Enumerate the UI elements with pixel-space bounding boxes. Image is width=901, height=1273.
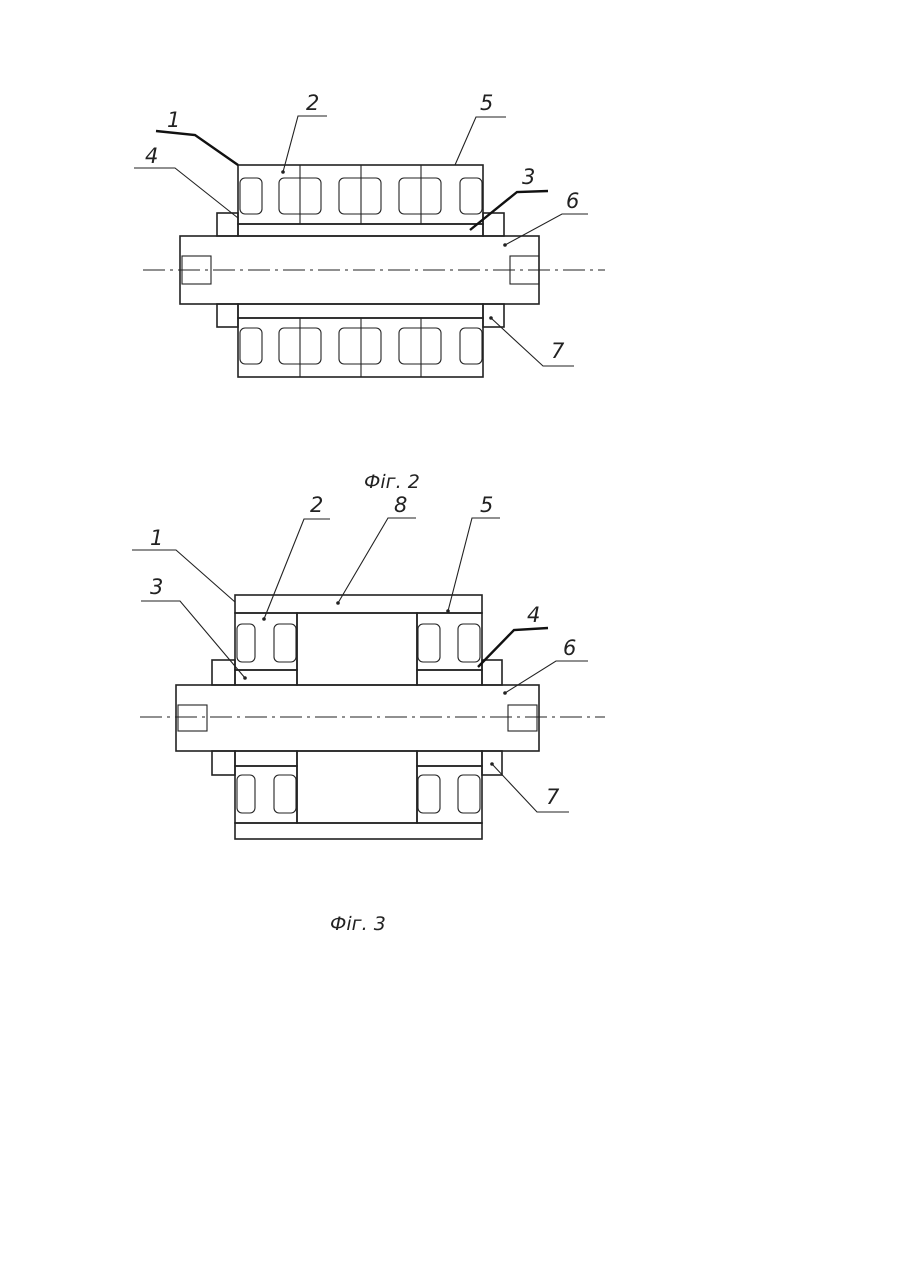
- fig3-callouts: 1 2 8 5 3 4 6 7: [132, 493, 588, 812]
- fig3-left-lower-core: [235, 766, 297, 823]
- fig2-lower-core: [238, 318, 483, 377]
- fig3-shaft: [176, 685, 539, 751]
- fig3-shaft-left-bore: [178, 705, 207, 731]
- fig3-upper-cavity: [297, 613, 417, 685]
- fig2-label-5: 5: [480, 91, 493, 115]
- fig3-label-8: 8: [394, 493, 407, 517]
- fig3-label-1: 1: [150, 526, 163, 550]
- fig2-label-3: 3: [522, 165, 535, 189]
- fig3-label-4: 4: [527, 603, 540, 627]
- fig3-left-washer-bottom: [212, 751, 235, 775]
- fig2-label-4: 4: [145, 144, 158, 168]
- fig3-label-2: 2: [310, 493, 323, 517]
- fig3-right-washer-top: [482, 660, 502, 685]
- fig2-label-1: 1: [167, 108, 180, 132]
- fig3-left-upper-core: [235, 613, 297, 670]
- fig3-label-5: 5: [480, 493, 493, 517]
- fig2-label-6: 6: [566, 189, 579, 213]
- fig3-left-washer-top: [212, 660, 235, 685]
- fig2-left-washer-bottom: [217, 304, 238, 327]
- fig3-outer-tube-bottom: [235, 823, 482, 839]
- fig2-label-2: 2: [306, 91, 319, 115]
- fig2-right-washer-bottom: [483, 304, 504, 327]
- fig2-upper-sleeve: [238, 224, 483, 236]
- fig3-label-6: 6: [563, 636, 576, 660]
- fig2-lower-sleeve: [238, 304, 483, 318]
- fig2-label-7: 7: [551, 339, 565, 363]
- fig2-left-washer-top: [217, 213, 238, 236]
- fig2-upper-core: [238, 165, 483, 224]
- fig3-right-lower-sleeve: [417, 751, 482, 766]
- fig3-label-3: 3: [150, 575, 163, 599]
- fig2-caption: Фіг. 2: [364, 471, 420, 493]
- fig3-left-lower-sleeve: [235, 751, 297, 766]
- fig3-label-7: 7: [546, 785, 560, 809]
- fig3-right-lower-core: [417, 766, 482, 823]
- fig3-shaft-right-bore: [508, 705, 537, 731]
- fig3-right-upper-core: [417, 613, 482, 670]
- fig3-right-upper-sleeve: [417, 670, 482, 685]
- fig3-lower-cavity: [297, 751, 417, 823]
- fig3-caption: Фіг. 3: [330, 913, 386, 935]
- figure-2: 1 2 5 4 3 6 7 Фіг. 2: [134, 91, 605, 493]
- figure-3: 1 2 8 5 3 4 6 7 Фіг. 3: [132, 493, 605, 935]
